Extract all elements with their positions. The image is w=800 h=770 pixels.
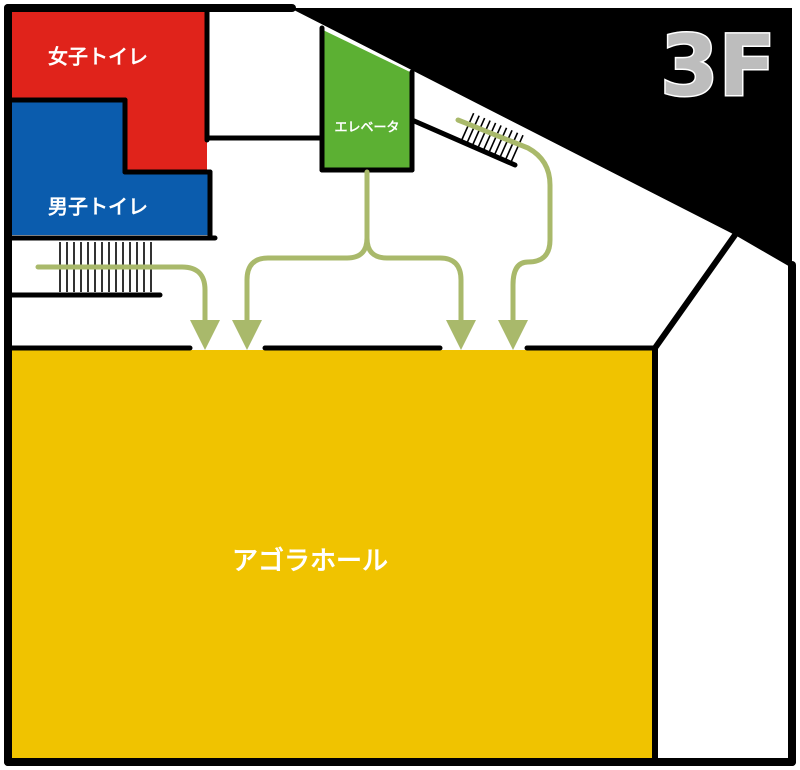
exterior-black-region [290, 8, 792, 268]
route-arrow-icon [446, 320, 476, 350]
womens-restroom[interactable] [10, 10, 207, 172]
womens-restroom-label: 女子トイレ [48, 45, 148, 69]
stairs-icon [460, 112, 524, 163]
agora-hall-label: アゴラホール [232, 546, 388, 577]
elevator[interactable] [323, 30, 410, 170]
walls [4, 4, 796, 766]
route-elevator-right [364, 235, 464, 331]
mens-restroom-label: 男子トイレ [48, 195, 148, 219]
agora-hall[interactable] [10, 350, 655, 760]
route-arrows [190, 320, 528, 350]
route-arrow-icon [498, 320, 528, 350]
route-arrow-icon [190, 320, 220, 350]
floor-label: 3F [660, 17, 776, 115]
route-arrow-icon [232, 320, 262, 350]
elevator-label: エレベータ [334, 121, 399, 136]
mens-restroom[interactable] [10, 100, 210, 235]
route-right-stairs [455, 117, 553, 331]
route-left-stairs [35, 264, 208, 331]
route-paths [35, 117, 553, 331]
